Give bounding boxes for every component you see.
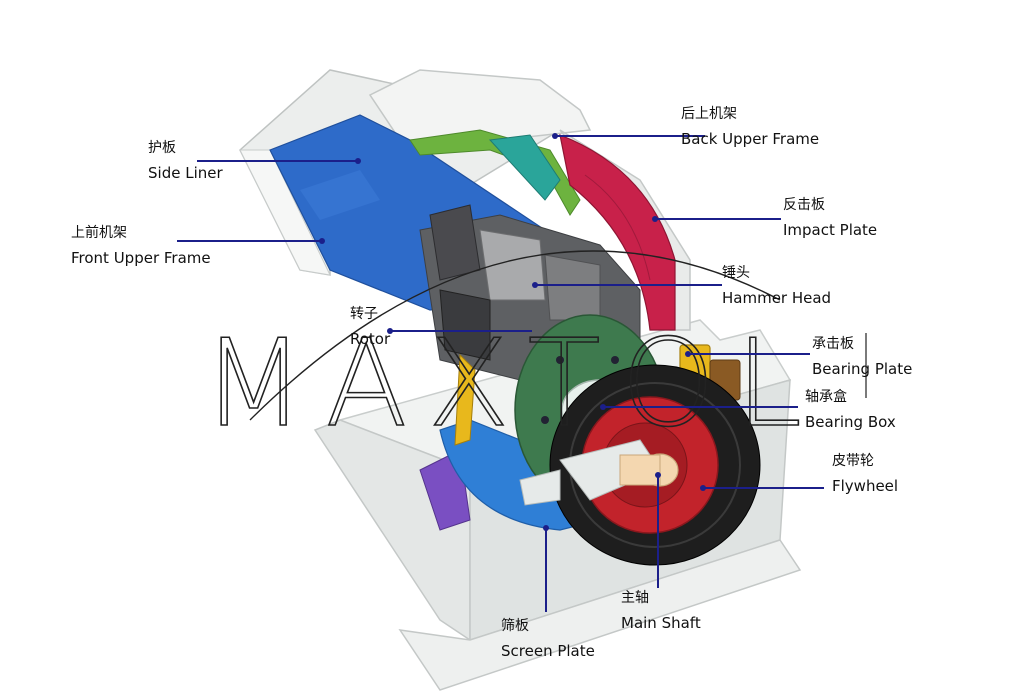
label-en: Hammer Head xyxy=(722,288,832,307)
label-en: Impact Plate xyxy=(783,220,878,239)
leader-dot-hammer-head xyxy=(532,282,538,288)
leader-dot-back-upper-frame xyxy=(552,133,558,139)
side-strip xyxy=(454,353,476,446)
label-en: Side Liner xyxy=(148,163,223,182)
leader-dot-side-liner xyxy=(355,158,361,164)
watermark-arc xyxy=(249,250,781,421)
label-zh: 上前机架 xyxy=(71,225,127,241)
leader-dot-front-upper-frame xyxy=(319,238,325,244)
label-en: Bearing Box xyxy=(805,412,896,431)
leader-lines xyxy=(177,133,867,612)
leader-dot-main-shaft xyxy=(655,472,661,478)
leader-dot-impact-plate xyxy=(652,216,658,222)
label-zh: 锤头 xyxy=(722,265,750,281)
label-back-upper-frame: 后上机架 Back Upper Frame xyxy=(681,106,819,148)
label-zh: 皮带轮 xyxy=(832,453,874,469)
impact-plate xyxy=(559,134,676,331)
leader-dot-rotor xyxy=(387,328,393,334)
label-zh: 轴承盒 xyxy=(805,389,847,405)
label-flywheel: 皮带轮 Flywheel xyxy=(832,453,898,495)
label-zh: 转子 xyxy=(350,306,378,322)
leader-dot-bearing-plate xyxy=(685,351,691,357)
label-zh: 主轴 xyxy=(621,590,649,606)
label-side-liner: 护板 Side Liner xyxy=(148,140,223,182)
label-screen-plate: 筛板 Screen Plate xyxy=(501,618,595,660)
label-zh: 反击板 xyxy=(783,197,825,213)
green-liner xyxy=(409,129,581,216)
label-bearing-box: 轴承盒 Bearing Box xyxy=(805,389,896,431)
label-bearing-plate: 承击板 Bearing Plate xyxy=(812,336,912,378)
leader-dot-flywheel xyxy=(700,485,706,491)
label-zh: 后上机架 xyxy=(681,106,737,122)
label-en: Bearing Plate xyxy=(812,359,913,378)
watermark-logo: MAXTOL xyxy=(202,315,822,454)
label-en: Front Upper Frame xyxy=(71,248,211,267)
label-en: Back Upper Frame xyxy=(681,129,820,148)
label-rotor: 转子 Rotor xyxy=(350,306,390,348)
label-en: Screen Plate xyxy=(501,641,595,660)
label-front-upper-frame: 上前机架 Front Upper Frame xyxy=(71,225,211,267)
label-hammer-head: 锤头 Hammer Head xyxy=(722,265,831,307)
label-main-shaft: 主轴 Main Shaft xyxy=(621,590,701,632)
label-en: Rotor xyxy=(350,329,391,348)
label-zh: 护板 xyxy=(148,140,176,156)
label-zh: 筛板 xyxy=(501,618,529,634)
leader-dot-screen-plate xyxy=(543,525,549,531)
label-en: Flywheel xyxy=(832,476,899,495)
leader-dot-bearing-box xyxy=(600,404,606,410)
main-shaft xyxy=(619,453,679,487)
hammer-heads xyxy=(429,204,601,361)
label-en: Main Shaft xyxy=(621,613,701,632)
label-impact-plate: 反击板 Impact Plate xyxy=(783,197,877,239)
label-zh: 承击板 xyxy=(812,336,854,352)
